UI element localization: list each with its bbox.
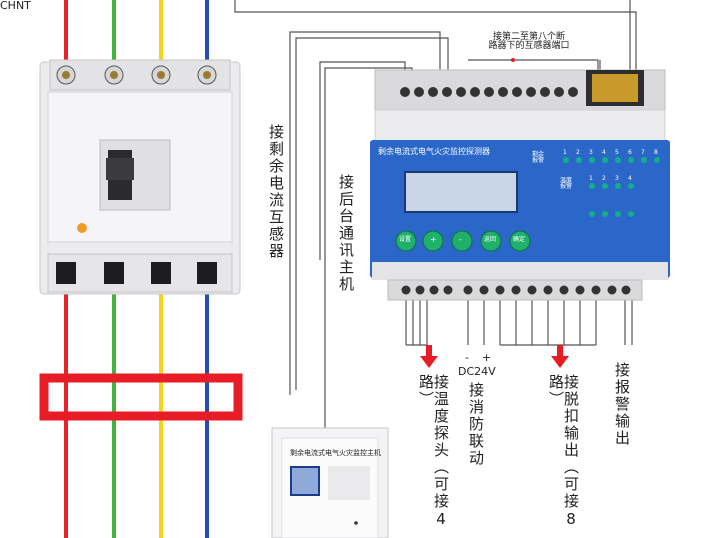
- label-res-alarm-group: 剩余 报警: [532, 151, 545, 164]
- led-number: 1: [563, 149, 567, 156]
- marker-dot-icon: [511, 58, 515, 62]
- arrow-down-icon: [420, 345, 438, 368]
- host-panel: [271, 427, 389, 538]
- label-trip-output: 接脱扣输出（可接8路）: [547, 374, 580, 530]
- button-label-set: 设置: [399, 236, 412, 243]
- lcd-display: [404, 171, 518, 213]
- led-number: 6: [628, 149, 632, 156]
- detector-bottom-terminals: [401, 285, 631, 295]
- button-label-plus: +: [430, 235, 437, 244]
- label-alarm-output: 接报警输出: [613, 362, 631, 447]
- top-terminal-note: 接第二至第八个断 路器下的互感器端口: [488, 32, 570, 51]
- test-button-icon: [77, 223, 87, 233]
- breaker-bottom-terminals: [56, 262, 217, 284]
- device-buttons: [395, 230, 531, 252]
- current-transformer-frame: [39, 373, 243, 421]
- arrow-down-icon: [551, 345, 569, 368]
- label-dc-plus: +: [482, 351, 492, 364]
- led-number: 5: [615, 149, 619, 156]
- led-number: 4: [602, 149, 606, 156]
- detector-device: [370, 69, 670, 301]
- label-temperature-probe: 接温度探头（可接4路）: [417, 374, 450, 530]
- button-label-confirm: 确定: [513, 236, 526, 243]
- label-temp-alarm-group: 温度 报警: [560, 177, 573, 190]
- led-indicators: [563, 157, 660, 217]
- led-number: 4: [628, 175, 632, 182]
- led-number: 1: [589, 175, 593, 182]
- label-residual-transformer: 接剩余电流互感器: [267, 124, 285, 260]
- breaker-top-terminals: [56, 65, 217, 85]
- label-host-comm: 接后台通讯主机: [337, 174, 355, 293]
- detector-top-terminals: [400, 87, 578, 97]
- label-fire-linkage: 接消防联动: [467, 382, 485, 467]
- label-dc-minus: -: [465, 351, 469, 364]
- led-number: 7: [641, 149, 645, 156]
- panel-title: 剩余电流式电气火灾监控主机: [290, 449, 381, 457]
- button-label-back: 返回: [484, 236, 497, 243]
- label-dc24v: DC24V: [458, 365, 496, 378]
- device-title: 剩余电流式电气火灾监控探测器: [378, 147, 490, 156]
- circuit-breaker: [39, 59, 241, 295]
- led-number: 2: [602, 175, 606, 182]
- led-number: 2: [576, 149, 580, 156]
- led-number: 8: [654, 149, 658, 156]
- led-number: 3: [615, 175, 619, 182]
- led-number: 3: [589, 149, 593, 156]
- button-label-minus: -: [459, 235, 462, 244]
- breaker-brand: CHNT: [0, 0, 31, 12]
